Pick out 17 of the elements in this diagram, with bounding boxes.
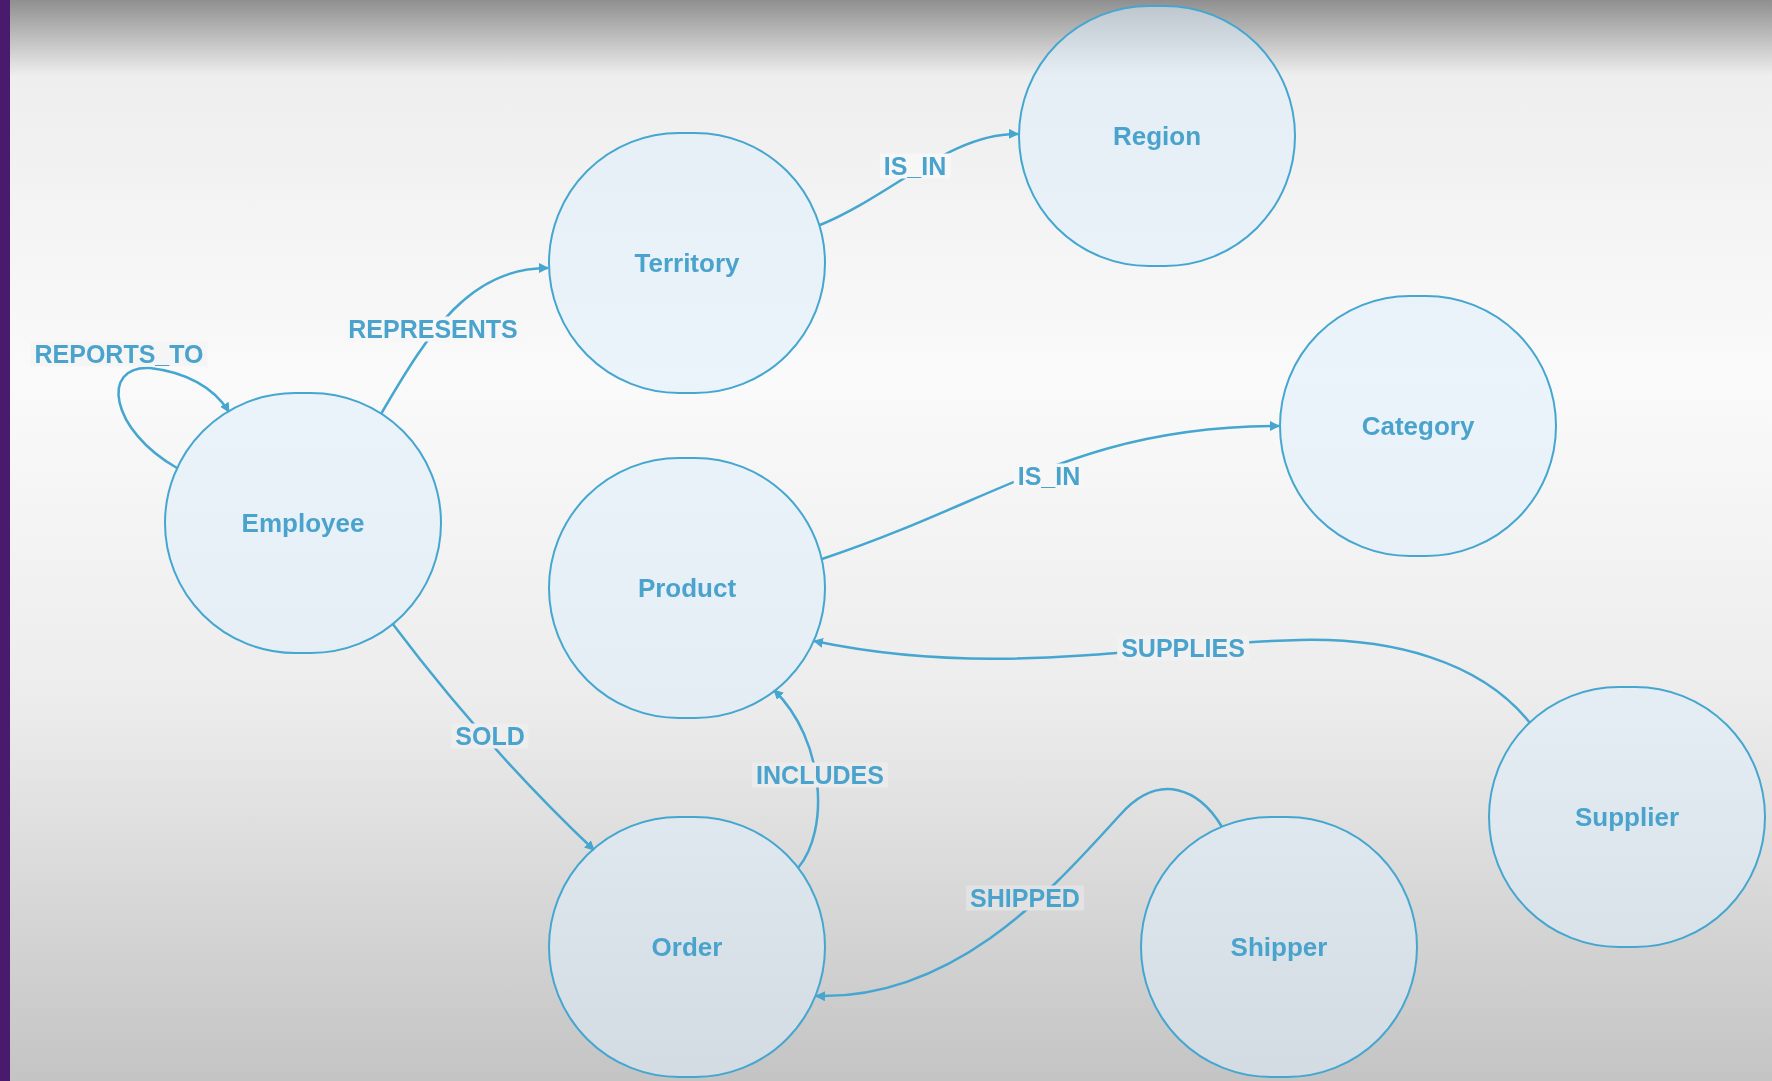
arrow <box>821 421 1280 561</box>
node-label: Product <box>637 571 737 605</box>
edge-label: IS_IN <box>879 153 951 179</box>
edge-label: SOLD <box>451 723 529 749</box>
node-label: Employee <box>241 506 365 540</box>
node-label: Region <box>1112 119 1202 153</box>
node-label: Category <box>1361 409 1475 443</box>
edge-label: INCLUDES <box>752 762 888 788</box>
node-label: Shipper <box>1230 930 1328 964</box>
edge-label: SHIPPED <box>966 885 1084 911</box>
arrow <box>117 366 231 470</box>
node-label: Territory <box>634 246 740 280</box>
arrow <box>391 622 595 851</box>
edge-label: REPORTS_TO <box>30 341 208 367</box>
node-label: Order <box>651 930 723 964</box>
node-label: Supplier <box>1575 800 1679 834</box>
arrow <box>815 788 1224 1001</box>
